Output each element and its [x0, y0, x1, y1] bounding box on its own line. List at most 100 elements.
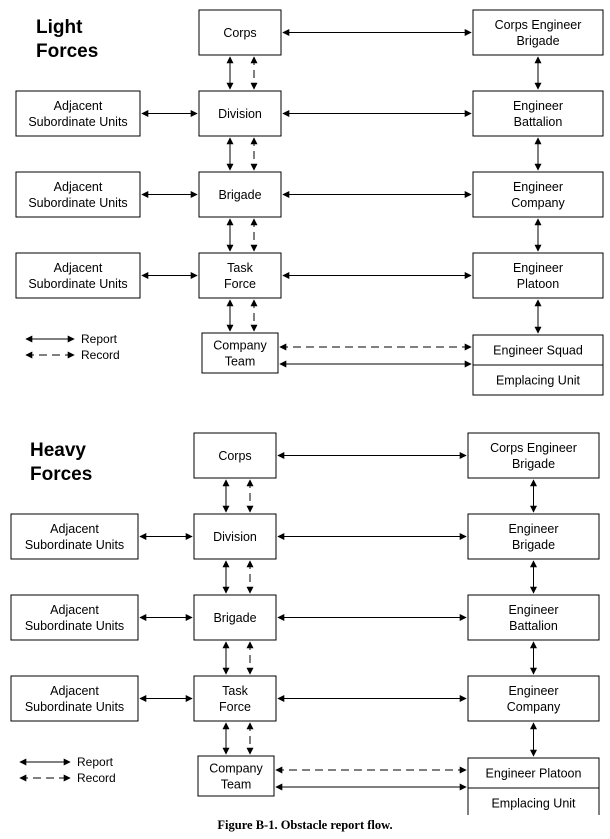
heavy-adjacent-units-3-box-label: Subordinate Units: [25, 700, 124, 714]
heavy-engineer-3-box-frame: [467, 594, 600, 641]
light-brigade-box-frame: [198, 171, 282, 218]
light-engineer-2-box-frame: [472, 90, 604, 137]
heavy-company-team-box-label: Company: [209, 762, 263, 776]
light-forces-section: LightForcesCorpsDivisionBrigadeTaskForce…: [15, 9, 604, 396]
heavy-corps-box-label: Corps: [218, 449, 251, 463]
light-adjacent-units-1-box-frame: [15, 90, 141, 137]
heavy-engineer-2-box-label: Brigade: [512, 538, 555, 552]
light-company-team-box-frame: [201, 332, 279, 374]
light-legend-report-label: Report: [81, 332, 118, 346]
heavy-adjacent-units-2-box-label: Subordinate Units: [25, 619, 124, 633]
heavy-company-team-box-frame: [197, 755, 275, 797]
obstacle-report-flow-diagram: LightForcesCorpsDivisionBrigadeTaskForce…: [10, 9, 604, 815]
heavy-taskforce-box-label: Task: [222, 684, 248, 698]
heavy-engineer-4-box-frame: [467, 675, 600, 722]
light-emplacing-unit-box-frame: [472, 364, 604, 396]
light-engineer-4-box-label: Engineer: [513, 261, 563, 275]
heavy-taskforce-box-label: Force: [219, 700, 251, 714]
light-division-box: Division: [198, 90, 282, 137]
heavy-brigade-box-label: Brigade: [213, 611, 256, 625]
light-engineer-4-box-label: Platoon: [517, 277, 559, 291]
heavy-forces-section: HeavyForcesCorpsDivisionBrigadeTaskForce…: [10, 432, 600, 815]
heavy-corps-box: Corps: [193, 432, 277, 479]
light-adjacent-units-3-box-label: Adjacent: [54, 261, 103, 275]
heavy-division-box-frame: [193, 513, 277, 560]
light-legend-record-label: Record: [81, 348, 120, 362]
heavy-engineer-4-box-label: Engineer: [508, 684, 558, 698]
light-taskforce-box-frame: [198, 252, 282, 299]
light-engineer-2-box-label: Engineer: [513, 99, 563, 113]
light-engineer-1-box-frame: [472, 9, 604, 56]
heavy-adjacent-units-3-box-frame: [10, 675, 139, 722]
light-engineer-3-box-label: Engineer: [513, 180, 563, 194]
figure-caption: Figure B-1. Obstacle report flow.: [217, 818, 393, 832]
heavy-engineer-1-box-label: Brigade: [512, 457, 555, 471]
light-engineer-1-box-label: Brigade: [516, 34, 559, 48]
heavy-engineer-1-box-frame: [467, 432, 600, 479]
light-adjacent-units-1-box-label: Subordinate Units: [28, 115, 127, 129]
heavy-legend-report-label: Report: [77, 755, 114, 769]
heavy-emplacing-unit-box: Emplacing Unit: [467, 787, 600, 815]
light-adjacent-units-3-box-frame: [15, 252, 141, 299]
light-engineer-1-box-label: Corps Engineer: [495, 18, 582, 32]
heavy-adjacent-units-3-box-label: Adjacent: [50, 684, 99, 698]
heavy-engineer-2-box-frame: [467, 513, 600, 560]
light-engineer-5-box-label: Engineer Squad: [493, 344, 583, 358]
light-taskforce-box-label: Force: [224, 277, 256, 291]
heavy-engineer-1-box-label: Corps Engineer: [490, 441, 577, 455]
heavy-engineer-5-box-label: Engineer Platoon: [486, 767, 582, 781]
heavy-adjacent-units-1-box-label: Adjacent: [50, 522, 99, 536]
light-corps-box-label: Corps: [223, 26, 256, 40]
heavy-adjacent-units-2-box-label: Adjacent: [50, 603, 99, 617]
heavy-engineer-2-box-label: Engineer: [508, 522, 558, 536]
heavy-division-box-label: Division: [213, 530, 257, 544]
heavy-brigade-box: Brigade: [193, 594, 277, 641]
light-adjacent-units-3-box-label: Subordinate Units: [28, 277, 127, 291]
heavy-emplacing-unit-box-label: Emplacing Unit: [491, 797, 576, 811]
light-engineer-3-box-frame: [472, 171, 604, 218]
heavy-adjacent-units-2-box-frame: [10, 594, 139, 641]
light-engineer-4-box-frame: [472, 252, 604, 299]
heavy-brigade-box-frame: [193, 594, 277, 641]
light-engineer-3-box-label: Company: [511, 196, 565, 210]
light-division-box-frame: [198, 90, 282, 137]
heavy-taskforce-box-frame: [193, 675, 277, 722]
heavy-forces-title: Heavy: [30, 440, 86, 461]
light-brigade-box: Brigade: [198, 171, 282, 218]
heavy-engineer-3-box-label: Engineer: [508, 603, 558, 617]
heavy-engineer-3-box-label: Battalion: [509, 619, 558, 633]
heavy-division-box: Division: [193, 513, 277, 560]
heavy-adjacent-units-1-box-frame: [10, 513, 139, 560]
heavy-engineer-4-box-label: Company: [507, 700, 561, 714]
light-adjacent-units-2-box-label: Adjacent: [54, 180, 103, 194]
light-forces-title: Forces: [36, 41, 98, 62]
heavy-adjacent-units-1-box-label: Subordinate Units: [25, 538, 124, 552]
light-engineer-5-box: Engineer Squad: [472, 334, 604, 366]
light-division-box-label: Division: [218, 107, 262, 121]
light-adjacent-units-2-box-label: Subordinate Units: [28, 196, 127, 210]
light-forces-title: Light: [36, 17, 83, 38]
heavy-corps-box-frame: [193, 432, 277, 479]
light-company-team-box-label: Company: [213, 339, 267, 353]
light-company-team-box-label: Team: [225, 355, 256, 369]
light-engineer-2-box-label: Battalion: [514, 115, 563, 129]
light-adjacent-units-2-box-frame: [15, 171, 141, 218]
light-emplacing-unit-box-label: Emplacing Unit: [496, 374, 581, 388]
heavy-emplacing-unit-box-frame: [467, 787, 600, 815]
